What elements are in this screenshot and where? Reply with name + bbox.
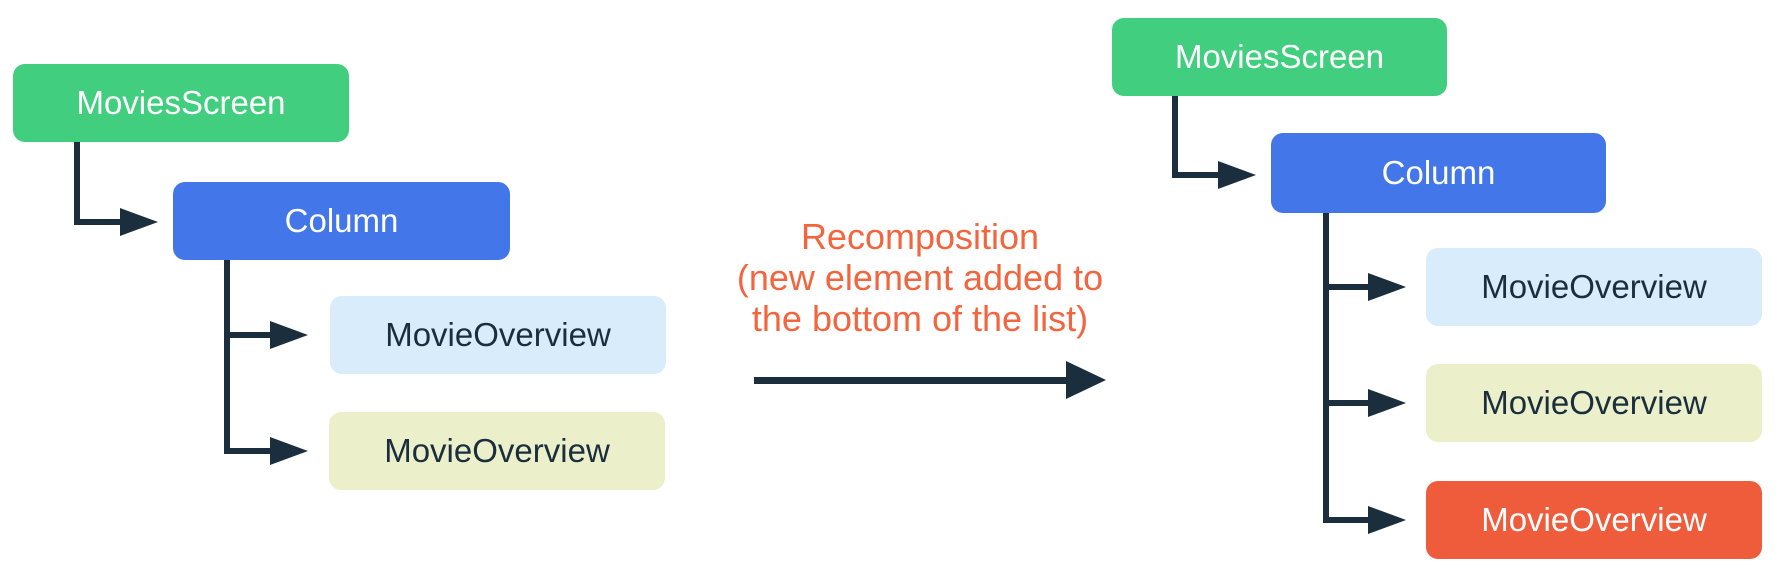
after-connector-child2-arrowhead-icon <box>1368 389 1406 417</box>
before-connector-child2-arrowhead-icon <box>270 437 308 465</box>
after-connector-root-vline <box>1172 96 1178 178</box>
recomposition-arrowhead-icon <box>1066 361 1106 399</box>
after-node-column: Column <box>1271 133 1606 213</box>
before-connector-child1-arrowhead-icon <box>270 321 308 349</box>
after-node-movieoverview-3-new: MovieOverview <box>1426 481 1762 559</box>
before-node-movieoverview-2: MovieOverview <box>329 412 665 490</box>
before-connector-root-vline <box>74 142 80 225</box>
recomposition-arrow-line <box>754 377 1070 384</box>
recomposition-caption: Recomposition (new element added to the … <box>660 216 1180 339</box>
after-connector-child1-arrowhead-icon <box>1368 273 1406 301</box>
after-connector-child2-hline <box>1323 400 1371 406</box>
after-connector-root-hline <box>1172 172 1220 178</box>
before-connector-column-vline <box>224 260 230 454</box>
caption-line-1: Recomposition <box>800 216 1040 257</box>
caption-line-3: the bottom of the list) <box>751 298 1089 339</box>
after-connector-child3-hline <box>1323 517 1371 523</box>
before-connector-child2-hline <box>224 448 272 454</box>
after-node-movieoverview-1: MovieOverview <box>1426 248 1762 326</box>
after-node-moviesscreen: MoviesScreen <box>1112 18 1447 96</box>
before-connector-root-hline <box>74 219 122 225</box>
before-connector-child1-hline <box>224 332 272 338</box>
before-node-moviesscreen: MoviesScreen <box>13 64 349 142</box>
after-connector-root-arrowhead-icon <box>1218 161 1256 189</box>
before-connector-root-arrowhead-icon <box>120 208 158 236</box>
after-node-movieoverview-2: MovieOverview <box>1426 364 1762 442</box>
after-connector-child3-arrowhead-icon <box>1368 506 1406 534</box>
before-node-movieoverview-1: MovieOverview <box>330 296 666 374</box>
after-connector-column-vline <box>1323 213 1329 523</box>
after-connector-child1-hline <box>1323 284 1371 290</box>
caption-line-2: (new element added to <box>736 257 1104 298</box>
before-node-column: Column <box>173 182 510 260</box>
